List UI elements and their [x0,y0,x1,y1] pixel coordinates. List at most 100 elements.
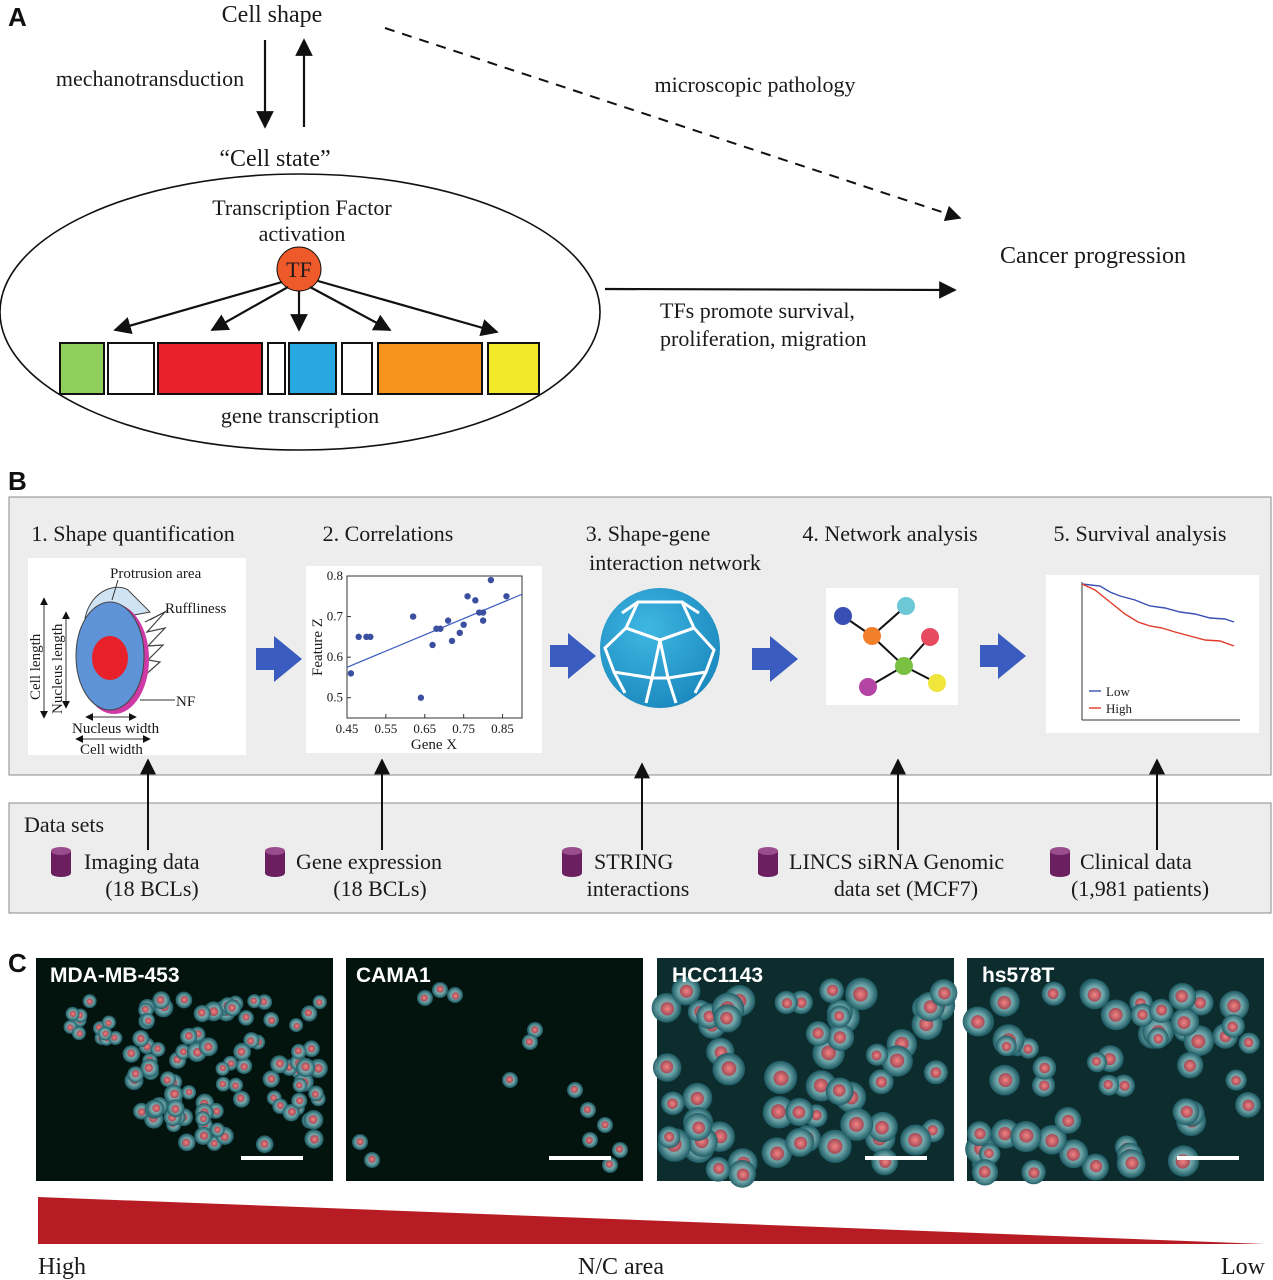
ruffliness-label: Ruffliness [165,601,227,617]
gene-box [288,342,337,395]
network-node [834,607,852,625]
scatter-point [417,694,425,701]
gene-transcription-label: gene transcription [221,403,379,428]
datasets-title: Data sets [24,812,104,837]
network-node [897,597,915,615]
database-icons [51,847,1070,877]
scatter-point [479,609,487,616]
scatter-point [429,641,436,649]
scatter-point [472,597,479,604]
scatter-xtick-label: 0.85 [491,721,514,736]
nc-area-gradient-wedge [38,1197,1265,1244]
dataset-4-line2: data set (MCF7) [834,876,978,901]
tf-activation-line1: Transcription Factor [212,195,392,220]
tf-activation-line2: activation [259,221,346,246]
ruffliness-pointer [149,609,169,621]
cell-line-label-1: MDA-MB-453 [50,964,180,987]
scatter-ytick-label: 0.5 [327,690,343,705]
cell-line-label-2: CAMA1 [356,964,431,987]
network-analysis-graph [826,588,958,705]
dataset-1-line1: Imaging data [84,849,200,874]
dataset-2-line2: (18 BCLs) [333,876,427,901]
database-icon [51,851,71,873]
scale-bar [549,1156,611,1160]
scatter-xtick-label: 0.55 [375,721,398,736]
scatter-point [448,637,456,645]
scatter-point [367,633,374,641]
micrograph-row: MDA-MB-453 CAMA1 HCC1143 hs578T [36,958,1264,1188]
scatter-point [479,617,487,624]
tfs-promote-line2: proliferation, migration [660,326,867,351]
scatter-point [444,617,452,624]
cell-state-label: “Cell state” [219,146,330,172]
dataset-3-line2: interactions [587,876,690,901]
protrusion-pointer [111,579,119,601]
gene-box [59,342,105,395]
scatter-points [347,576,510,701]
gene-box [267,342,286,395]
scale-bar [241,1156,303,1160]
scatter-frame [346,575,523,719]
panel-letter-a: A [8,2,27,32]
panel-letter-c: C [8,948,27,978]
tfs-promote-line1: TFs promote survival, [660,298,855,323]
interaction-network-sphere [600,588,720,708]
flow-arrow-3 [752,636,798,682]
cell-line-label-4: hs578T [982,964,1055,987]
flow-arrows [256,633,1026,682]
cell-line-label-3: HCC1143 [672,964,763,987]
gene-box [157,342,263,395]
step-5-label: 5. Survival analysis [1054,521,1227,546]
protrusion-area-label: Protrusion area [110,566,202,582]
dataset-5-line2: (1,981 patients) [1071,876,1209,901]
scale-bar [1177,1156,1239,1160]
database-icon [1050,851,1070,873]
micrograph-cama1 [346,958,643,1181]
step-3-label-line2: interaction network [589,550,761,575]
scatter-point [355,633,362,641]
scatter-xtick-label: 0.65 [413,721,436,736]
cell-shape-label: Cell shape [222,2,323,28]
tf-node-label: TF [286,257,312,282]
scatter-point [464,593,471,600]
survival-bg [1046,575,1259,733]
scatter-point [437,625,444,632]
tf-arrow-5 [317,279,499,337]
nf-label: NF [176,694,195,710]
dataset-2-line1: Gene expression [296,849,442,874]
survival-low-curve [1081,583,1235,623]
scatter-xtick-label: 0.45 [336,721,359,736]
flow-arrow-2 [550,633,596,679]
scatter-ylabel: Feature Z [310,618,326,676]
gene-box [487,342,540,395]
scatter-ytick-label: 0.8 [327,568,343,583]
survival-high-curve [1081,583,1235,647]
survival-curve-plot: Low High [1046,575,1259,733]
database-icon [265,851,285,873]
dataset-4-line1: LINCS siRNA Genomic [789,849,1004,874]
step-3-label-line1: 3. Shape-gene [586,521,711,546]
axis-mid-label: N/C area [578,1254,664,1280]
nucleus-length-label: Nucleus length [50,623,66,714]
gene-box [107,342,155,395]
scatter-xlabel: Gene X [411,737,457,753]
cell-length-label: Cell length [28,633,44,700]
network-node [863,627,881,645]
network-node [859,678,877,696]
database-icon [758,851,778,873]
step-2-label: 2. Correlations [323,521,454,546]
step-4-label: 4. Network analysis [802,521,977,546]
flow-arrow-4 [980,633,1026,679]
microscopic-pathology-label: microscopic pathology [654,72,855,97]
scatter-point [409,613,417,620]
scatter-point [460,621,467,628]
tf-arrow-4 [309,286,392,331]
scatter-point [347,670,355,677]
sphere-mesh [603,600,716,704]
scatter-xtick-label: 0.75 [452,721,475,736]
scatter-ytick-label: 0.7 [327,609,344,624]
